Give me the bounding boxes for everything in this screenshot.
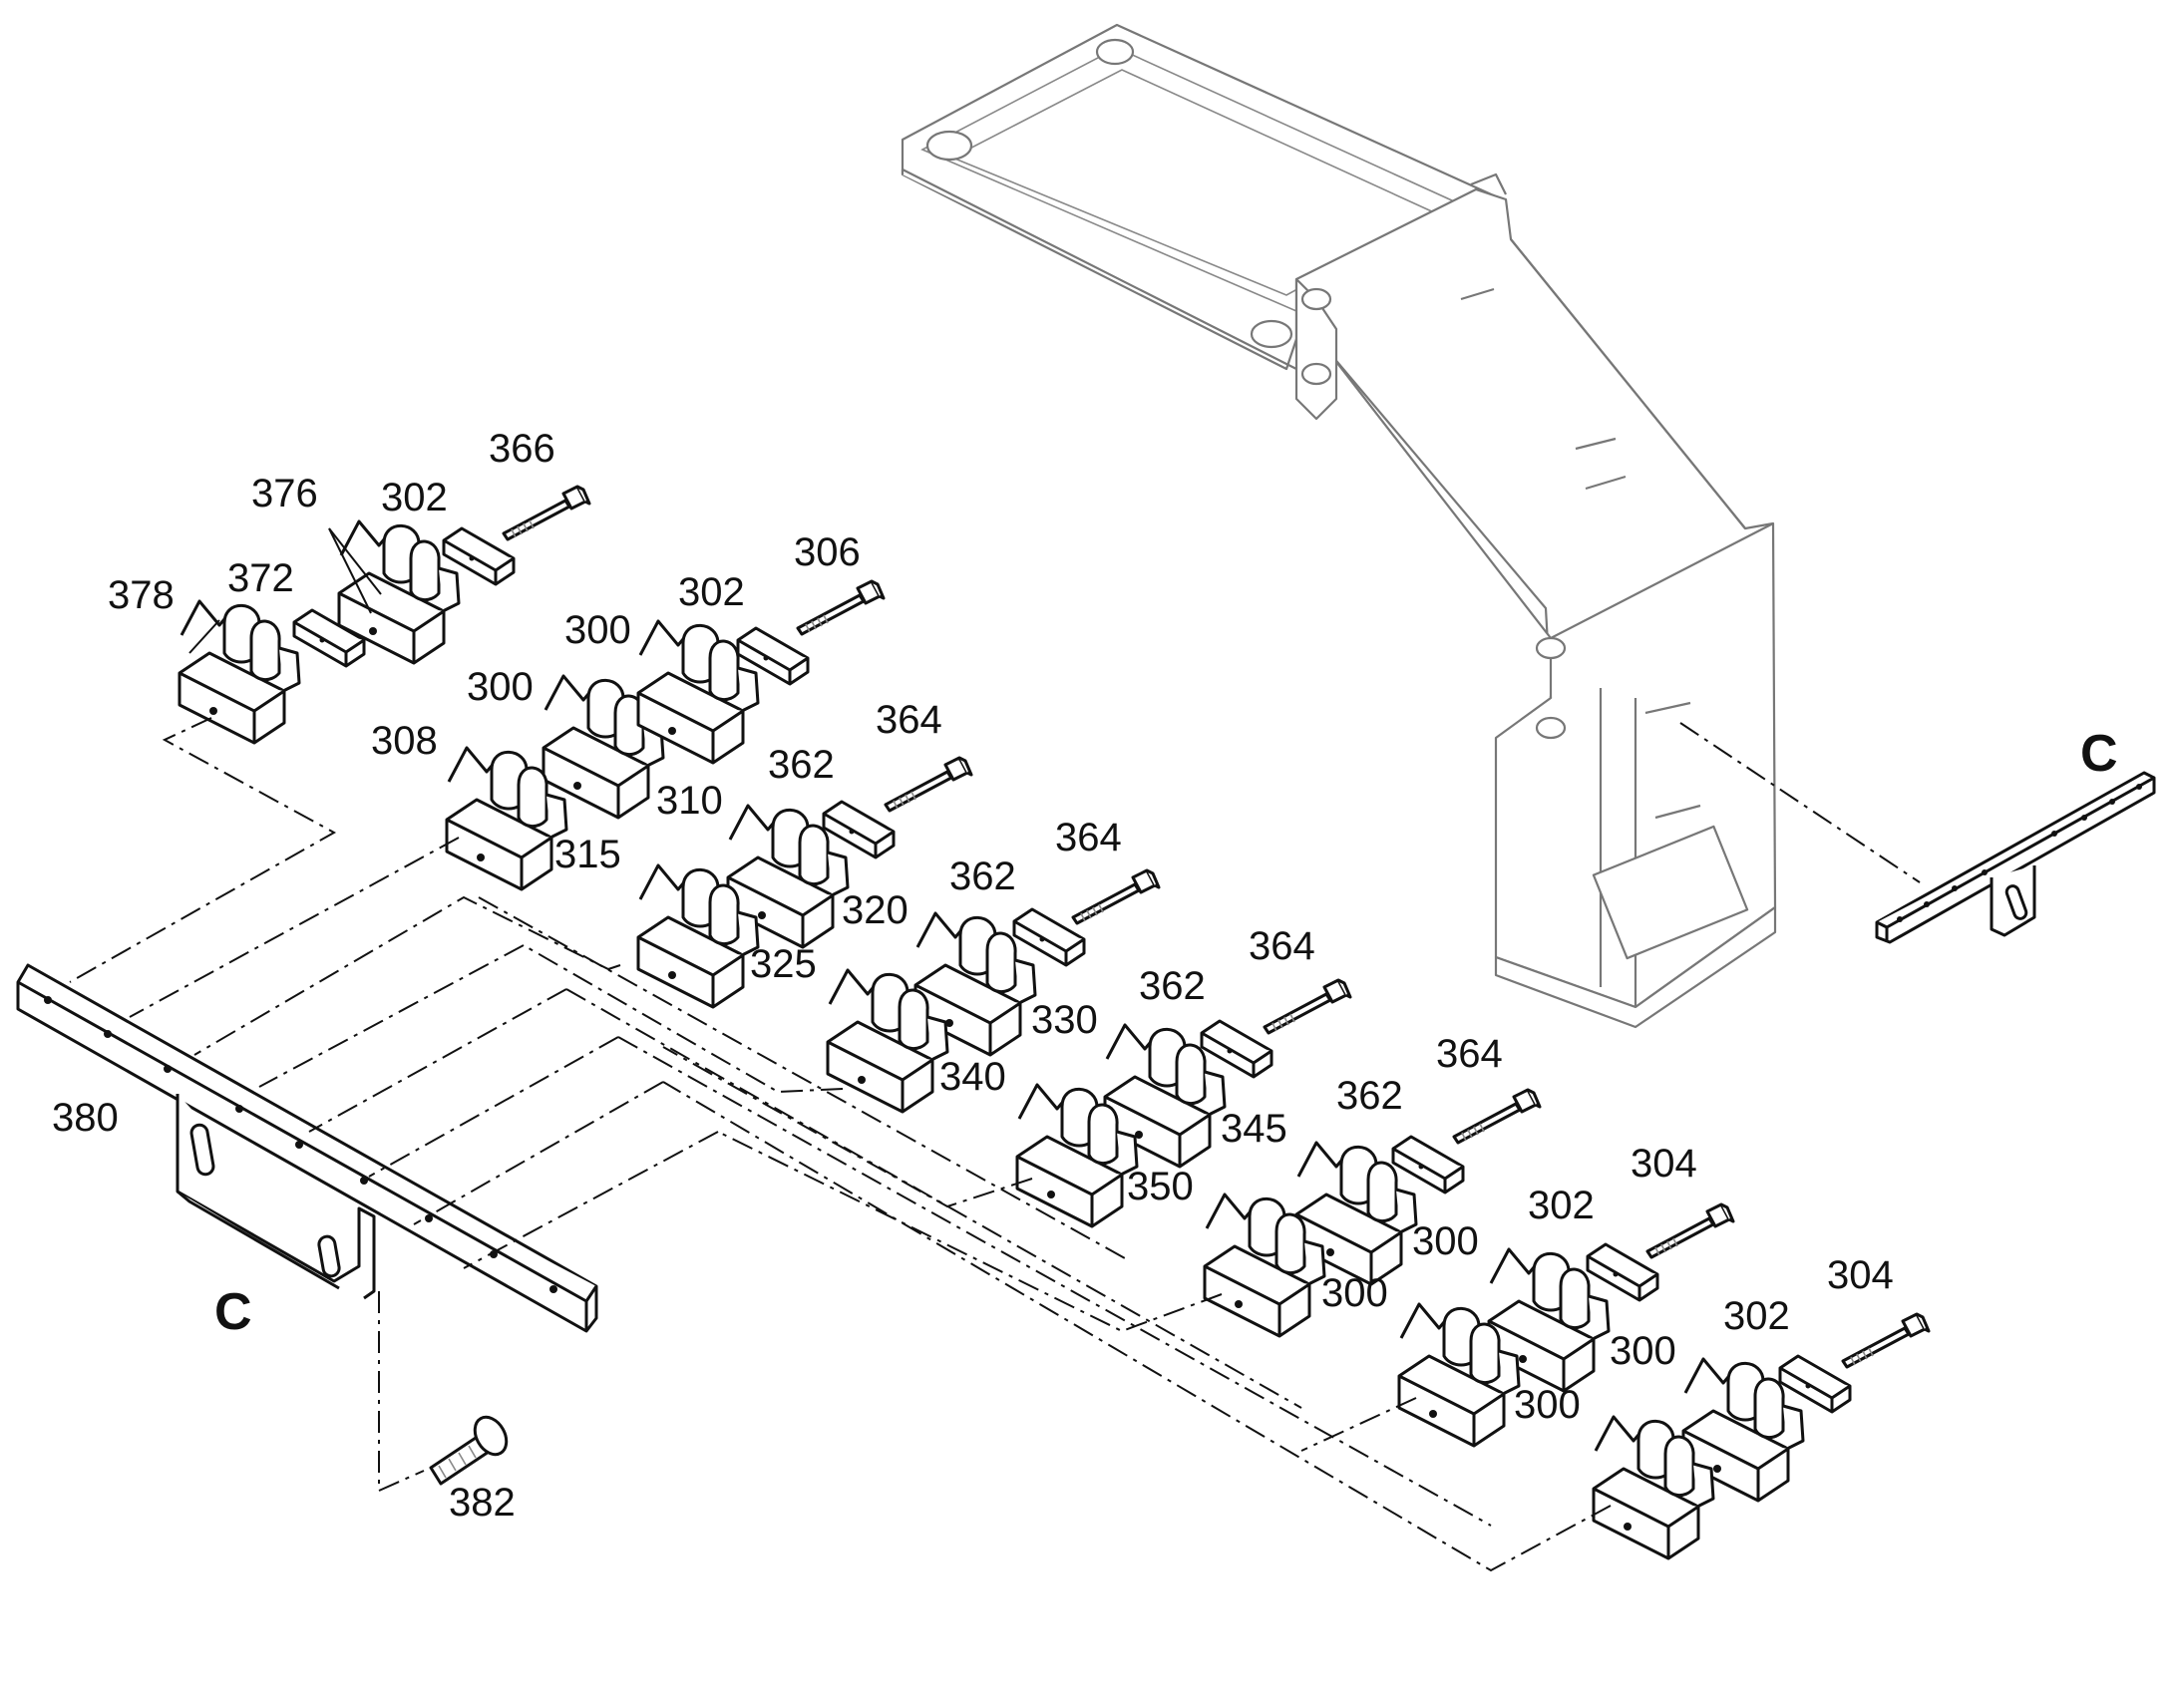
bolt-304a <box>1645 1202 1735 1259</box>
callout-362: 362 <box>949 854 1016 898</box>
callout-364: 364 <box>1249 924 1315 968</box>
callout-364: 364 <box>1055 816 1122 859</box>
callout-350: 350 <box>1127 1165 1194 1208</box>
callout-340: 340 <box>939 1055 1006 1099</box>
callout-302: 302 <box>1528 1184 1595 1227</box>
bolt-364a <box>884 756 973 813</box>
callout-380: 380 <box>52 1096 119 1140</box>
callout-362: 362 <box>768 743 835 787</box>
section-mark-c: C <box>214 1283 252 1341</box>
boom-frame-assembly <box>901 23 1777 1029</box>
callout-302: 302 <box>381 476 448 519</box>
bolt-306 <box>796 579 886 636</box>
mounting-bar-380 <box>16 963 598 1333</box>
callout-304: 304 <box>1827 1253 1894 1297</box>
callout-310: 310 <box>656 779 723 823</box>
callout-320: 320 <box>842 888 908 932</box>
callout-pointers <box>188 527 382 654</box>
callout-300: 300 <box>564 608 631 652</box>
mounting-bar-detail-c <box>1875 771 2156 944</box>
clamp-block-378 <box>178 599 301 745</box>
callout-382: 382 <box>449 1481 516 1525</box>
callout-376: 376 <box>251 472 318 515</box>
callout-308: 308 <box>371 719 438 763</box>
screw-382 <box>429 1415 509 1486</box>
spacer-plate-362a <box>822 800 896 859</box>
callout-325: 325 <box>750 942 817 986</box>
leader-lines <box>69 717 1921 1572</box>
callout-300: 300 <box>467 665 534 709</box>
callout-300: 300 <box>1412 1219 1479 1263</box>
callout-labels: 366 376 302 372 378 306 302 300 300 364 … <box>52 427 2118 1525</box>
bolt-364d <box>1452 1088 1542 1145</box>
callout-330: 330 <box>1031 998 1098 1042</box>
bolt-304b <box>1841 1312 1931 1369</box>
spacer-plate-302d <box>1778 1354 1852 1414</box>
bolt-364b <box>1071 868 1161 925</box>
callout-364: 364 <box>876 698 942 742</box>
callout-366: 366 <box>489 427 555 471</box>
spacer-plate-362d <box>1391 1135 1465 1195</box>
callout-300: 300 <box>1610 1329 1676 1373</box>
callout-304: 304 <box>1631 1142 1697 1186</box>
callout-300: 300 <box>1514 1383 1581 1427</box>
callout-362: 362 <box>1139 964 1206 1008</box>
callout-364: 364 <box>1436 1032 1503 1076</box>
section-mark-c: C <box>2080 725 2118 783</box>
callout-378: 378 <box>108 573 175 617</box>
callout-362: 362 <box>1336 1074 1403 1118</box>
callout-302: 302 <box>1723 1294 1790 1338</box>
spacer-plate-362c <box>1200 1019 1273 1079</box>
callout-306: 306 <box>794 530 861 574</box>
callout-302: 302 <box>678 570 745 614</box>
bolt-364c <box>1263 978 1352 1035</box>
callout-300: 300 <box>1321 1271 1388 1315</box>
callout-345: 345 <box>1221 1107 1287 1151</box>
bolt-366 <box>502 485 591 541</box>
callout-315: 315 <box>554 833 621 876</box>
callout-372: 372 <box>227 556 294 600</box>
